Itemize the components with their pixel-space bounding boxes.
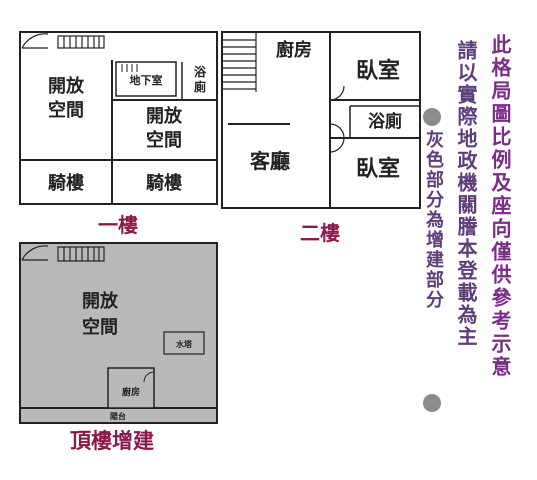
floor-1-stair-treads — [57, 35, 105, 49]
basement-label: 地下室 — [130, 73, 163, 87]
floor-1-caption: 一樓 — [98, 213, 138, 237]
bathroom-door-arc — [329, 123, 345, 139]
basement-room — [115, 61, 177, 97]
floor-1-bathroom-label: 浴廁 — [194, 64, 207, 94]
floor-2-outline — [221, 31, 421, 209]
bedroom-top-label: 臥室 — [356, 58, 400, 84]
arcade-right-label: 騎樓 — [146, 172, 182, 194]
arcade-left-label: 騎樓 — [48, 172, 84, 194]
floor-2-bathroom-label: 浴廁 — [368, 111, 402, 132]
rooftop-door-arc — [21, 245, 49, 261]
floor-2-caption: 二樓 — [300, 221, 340, 245]
balcony-label: 陽台 — [110, 411, 126, 421]
disclaimer-scale-note: 此格局圖比例及座向僅供參考示意 — [488, 34, 512, 379]
floor-2-plan — [221, 31, 421, 209]
rooftop-kitchen-room — [107, 367, 155, 409]
living-room-label: 客廳 — [249, 149, 290, 173]
water-tank-label: 水塔 — [175, 339, 193, 349]
bedroom-bottom-door-arc — [329, 137, 345, 153]
gray-circle-icon-bottom — [423, 394, 441, 412]
floor-2-kitchen-label: 廚房 — [276, 39, 312, 61]
gray-circle-icon — [423, 108, 441, 126]
gray-area-note: 灰色部分為增建部分 — [423, 130, 444, 310]
rooftop-kitchen-label: 廚房 — [122, 386, 140, 398]
disclaimer-official-note: 請以實際地政機關謄本登載為主 — [454, 40, 478, 348]
floor-1-open-space-2-label: 開放空間 — [146, 105, 183, 151]
floor-1-open-space-label: 開放空間 — [48, 75, 85, 121]
water-tank-box — [163, 331, 205, 355]
rooftop-plan — [19, 242, 218, 424]
rooftop-caption: 頂樓增建 — [70, 429, 154, 453]
bedroom-bottom-label: 臥室 — [356, 156, 400, 182]
floor-2-staircase — [222, 32, 257, 92]
bedroom-top-door-arc — [329, 85, 345, 101]
floor-1-plan — [19, 31, 218, 205]
rooftop-stair-treads — [57, 246, 105, 262]
rooftop-open-space-label: 開放空間 — [82, 290, 119, 338]
floor-1-outline — [19, 31, 218, 205]
floor-1-door-arc — [21, 33, 49, 49]
